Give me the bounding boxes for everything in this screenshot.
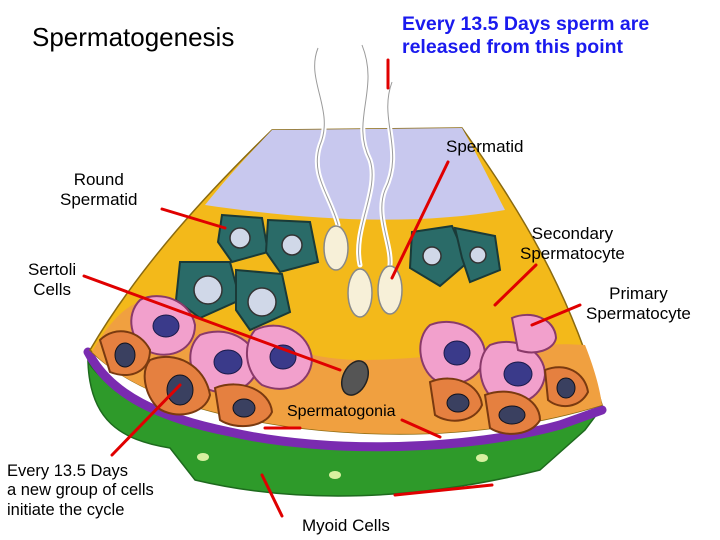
pointer-spermatogonia-right [400, 418, 442, 439]
pointer-cycle [110, 383, 182, 457]
release-note: Every 13.5 Days sperm are released from … [402, 13, 650, 58]
myoid-cell [197, 453, 209, 461]
round-spermatid-nuclei [193, 227, 487, 317]
pointer-myoid-left [260, 473, 284, 518]
pointer-round-spermatid [160, 207, 227, 230]
label-pointers [82, 58, 582, 518]
page-title: Spermatogenesis [32, 22, 235, 52]
label-secondary-spermatocyte: Secondary Spermatocyte [520, 224, 625, 264]
myoid-cell [476, 454, 488, 462]
round-spermatid-cells [174, 213, 502, 332]
label-primary-spermatocyte: Primary Spermatocyte [586, 284, 691, 324]
label-spermatid: Spermatid [446, 137, 524, 156]
pointer-primary-spermatocyte [530, 303, 582, 327]
label-round-spermatid: Round Spermatid [60, 170, 138, 210]
basement-membrane [83, 347, 607, 452]
sperm-tail-outlines [314, 44, 394, 266]
label-spermatogonia: Spermatogonia [287, 403, 396, 420]
label-sertoli-cells: Sertoli Cells [28, 260, 77, 300]
pointer-spermatid [390, 160, 450, 280]
label-cycle-note: Every 13.5 Days a new group of cells ini… [7, 462, 154, 519]
sertoli-nucleus [340, 360, 370, 396]
pointer-myoid-right [393, 483, 494, 497]
myoid-cell [329, 471, 341, 479]
label-myoid-cells: Myoid Cells [302, 516, 390, 535]
spermatid-head [377, 265, 403, 315]
spermatid-head [323, 225, 349, 271]
spermatogonium-nuclei [114, 342, 576, 425]
spermatid-head [347, 268, 373, 318]
pointer-sertoli-cells [82, 274, 342, 372]
pointer-secondary-spermatocyte [493, 263, 538, 307]
